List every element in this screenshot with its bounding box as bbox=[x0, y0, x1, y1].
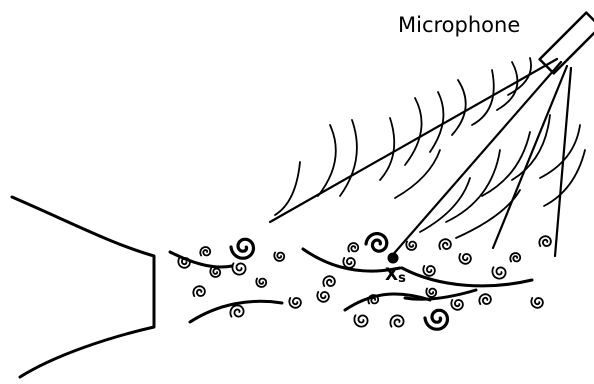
wave-arc-12 bbox=[419, 177, 471, 233]
small-swirl-9 bbox=[316, 291, 330, 303]
small-swirl-23 bbox=[538, 235, 552, 247]
source-point-label-main: X bbox=[385, 265, 398, 285]
wave-arc-2 bbox=[317, 124, 337, 197]
large-swirl-1 bbox=[229, 237, 256, 260]
wave-arc-5 bbox=[404, 97, 423, 166]
large-swirl-2 bbox=[364, 232, 389, 253]
wave-arc-16 bbox=[455, 189, 521, 239]
small-swirl-19 bbox=[478, 293, 492, 305]
wave-arc-1 bbox=[274, 161, 301, 216]
wave-arc-7 bbox=[451, 79, 467, 136]
microphone-label: Microphone bbox=[398, 13, 520, 37]
wave-arc-10 bbox=[507, 57, 532, 96]
small-swirl-24 bbox=[273, 251, 286, 262]
small-swirl-15 bbox=[422, 265, 436, 277]
small-swirl-27 bbox=[367, 294, 380, 305]
sight-lines bbox=[268, 57, 573, 260]
nozzle-outline bbox=[10, 195, 156, 379]
small-swirl-14 bbox=[405, 240, 418, 251]
wave-arc-14 bbox=[481, 131, 531, 197]
source-point-label-sub: s bbox=[398, 271, 406, 286]
large-swirl-3 bbox=[423, 308, 450, 331]
wave-arc-8 bbox=[471, 69, 495, 126]
small-swirl-25 bbox=[199, 246, 212, 257]
small-swirl-16 bbox=[438, 238, 452, 250]
small-swirl-11 bbox=[347, 242, 360, 253]
wave-arc-18 bbox=[543, 149, 586, 207]
wave-arc-9 bbox=[496, 61, 519, 111]
small-swirl-6 bbox=[255, 277, 268, 288]
flow-streak-4 bbox=[343, 292, 432, 312]
microphone bbox=[538, 11, 594, 75]
source-point-label: Xs bbox=[385, 265, 406, 286]
wave-arc-3 bbox=[339, 119, 358, 197]
wave-arc-17 bbox=[539, 124, 581, 179]
small-swirl-20 bbox=[491, 266, 507, 280]
small-swirl-17 bbox=[450, 299, 464, 311]
small-swirl-21 bbox=[509, 252, 522, 263]
wave-arc-4 bbox=[379, 117, 396, 181]
wave-arc-11 bbox=[394, 149, 441, 199]
wave-arc-13 bbox=[445, 149, 501, 223]
flow-streaks bbox=[168, 247, 534, 324]
small-swirl-10 bbox=[342, 257, 356, 269]
small-swirl-12 bbox=[353, 314, 369, 328]
flow-streak-6 bbox=[403, 288, 478, 301]
wave-arc-6 bbox=[429, 91, 445, 153]
small-swirl-4 bbox=[231, 262, 247, 276]
small-swirl-26 bbox=[425, 287, 438, 298]
sight-line-2 bbox=[388, 60, 563, 260]
wave-arc-15 bbox=[511, 114, 551, 181]
small-swirl-1 bbox=[177, 257, 191, 269]
microphone-body bbox=[538, 11, 594, 75]
flow-streak-1 bbox=[168, 250, 234, 269]
sound-wave-arcs bbox=[274, 57, 586, 239]
source-point bbox=[387, 252, 399, 264]
sight-line-3 bbox=[491, 64, 569, 250]
small-swirl-5 bbox=[229, 304, 245, 318]
small-swirl-2 bbox=[192, 285, 206, 297]
flow-streak-2 bbox=[188, 299, 284, 324]
small-swirl-3 bbox=[209, 267, 222, 278]
small-swirl-22 bbox=[530, 297, 544, 309]
small-swirl-18 bbox=[458, 253, 472, 265]
small-swirl-13 bbox=[389, 314, 405, 328]
flow-streak-3 bbox=[301, 247, 402, 273]
turbulent-eddies bbox=[177, 232, 552, 331]
small-swirl-8 bbox=[322, 275, 336, 287]
flow-streak-5 bbox=[400, 266, 534, 288]
small-swirl-7 bbox=[288, 297, 302, 309]
